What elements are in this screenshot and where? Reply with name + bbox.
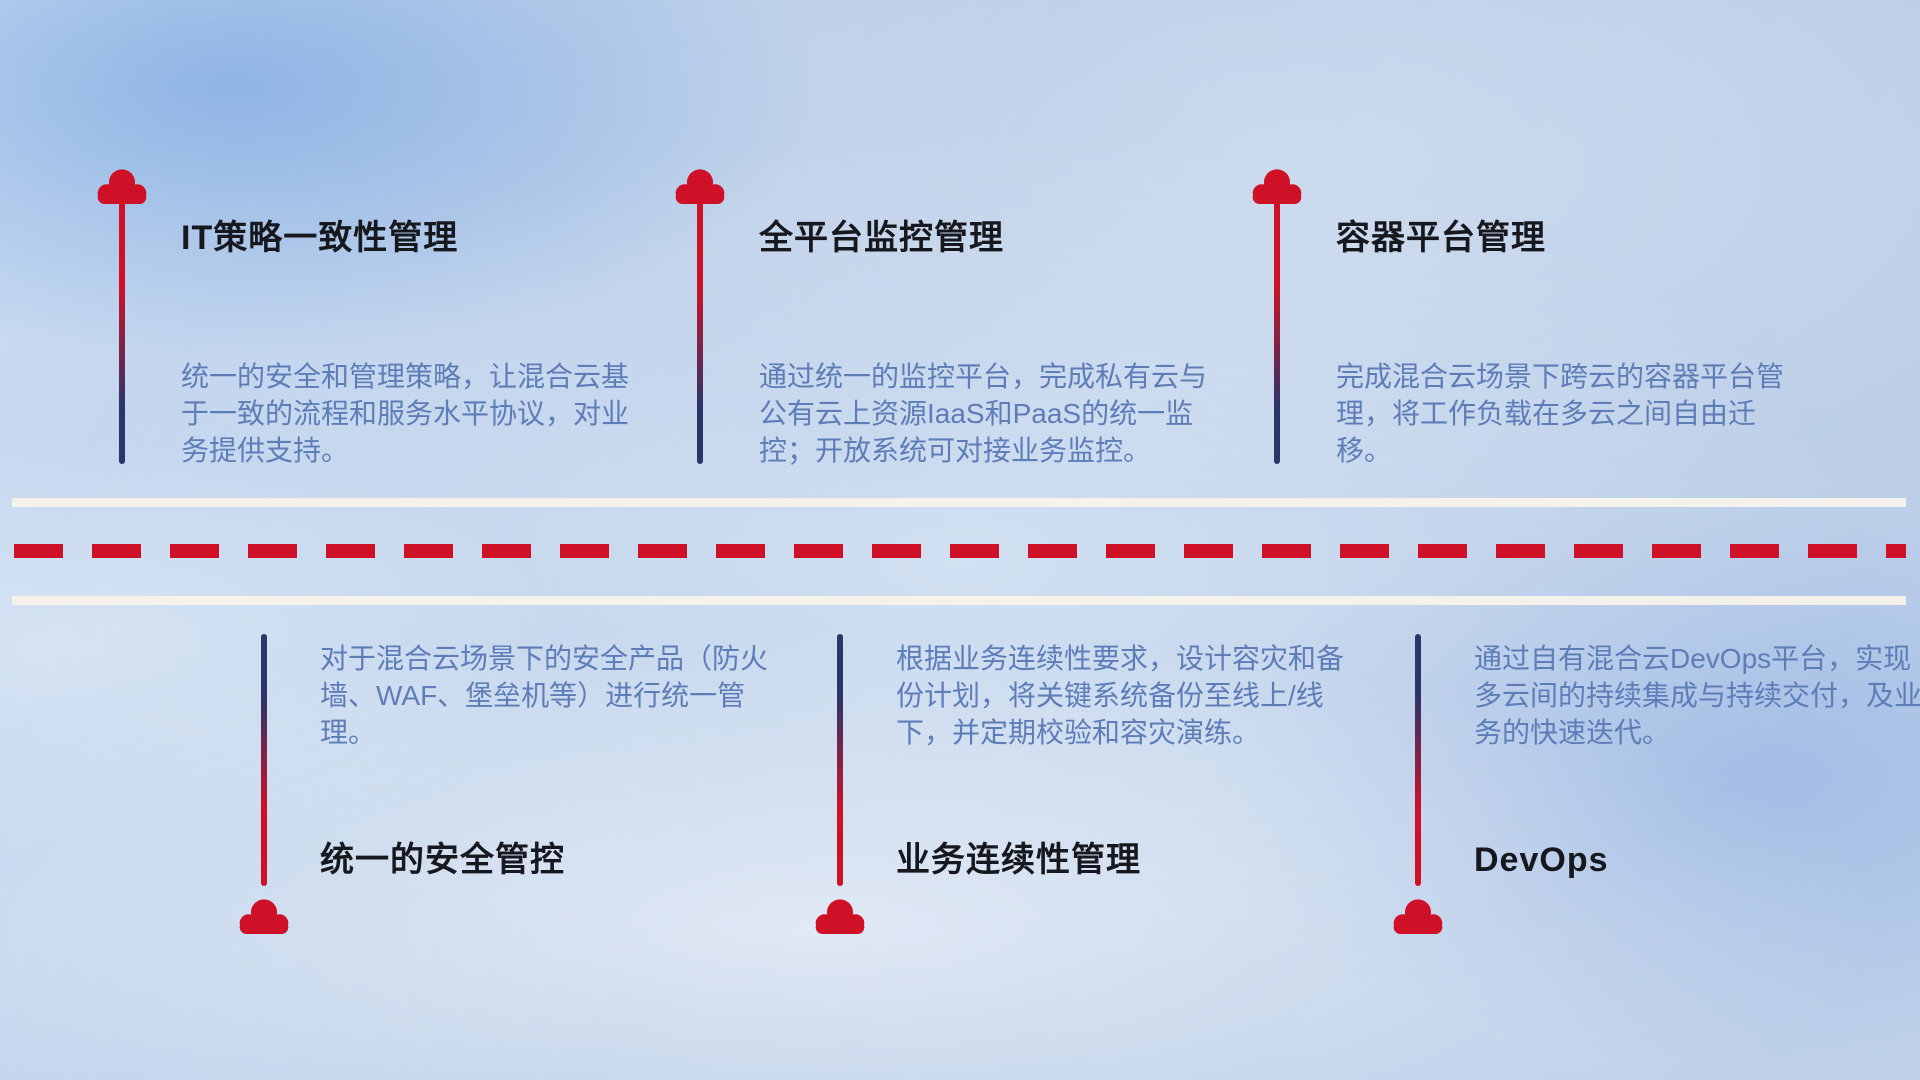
connector-line — [1415, 634, 1421, 886]
capability-title: IT策略一致性管理 — [181, 219, 459, 257]
capability-title: 容器平台管理 — [1336, 219, 1546, 257]
road-dashed-centerline — [14, 544, 1906, 558]
capability-description: 通过自有混合云DevOps平台，实现多云间的持续集成与持续交付，及业务的快速迭代… — [1474, 643, 1920, 748]
cloud-icon — [1391, 896, 1445, 936]
capability-description: 统一的安全和管理策略，让混合云基于一致的流程和服务水平协议，对业务提供支持。 — [181, 361, 630, 466]
connector-line — [119, 202, 125, 464]
cloud-icon — [237, 896, 291, 936]
cloud-icon — [1250, 166, 1304, 206]
cloud-icon — [673, 166, 727, 206]
cloud-icon — [813, 896, 867, 936]
road-line-bottom — [12, 596, 1906, 605]
capability-title: 统一的安全管控 — [320, 841, 565, 879]
road-line-top — [12, 498, 1906, 507]
connector-line — [697, 202, 703, 464]
capability-description: 对于混合云场景下的安全产品（防火墙、WAF、堡垒机等）进行统一管理。 — [320, 643, 769, 748]
capability-title: 业务连续性管理 — [896, 841, 1141, 879]
cloud-icon — [95, 166, 149, 206]
capability-description: 完成混合云场景下跨云的容器平台管理，将工作负载在多云之间自由迁移。 — [1336, 361, 1785, 466]
capability-description: 根据业务连续性要求，设计容灾和备份计划，将关键系统备份至线上/线下，并定期校验和… — [896, 643, 1345, 748]
capability-description: 通过统一的监控平台，完成私有云与公有云上资源IaaS和PaaS的统一监控；开放系… — [759, 361, 1208, 466]
connector-line — [837, 634, 843, 886]
connector-line — [261, 634, 267, 886]
capability-title: DevOps — [1474, 841, 1609, 879]
capability-title: 全平台监控管理 — [759, 219, 1004, 257]
connector-line — [1274, 202, 1280, 464]
